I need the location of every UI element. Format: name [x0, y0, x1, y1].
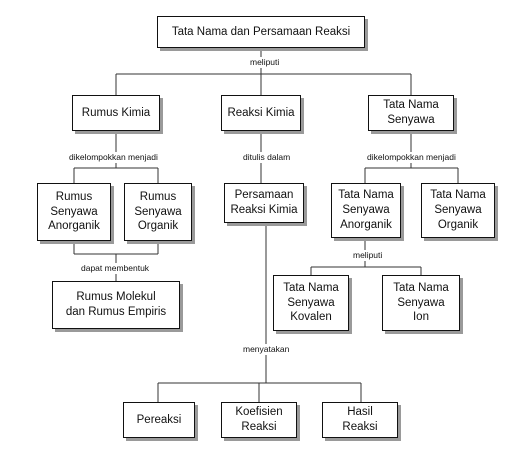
node-persamaan-reaksi-kimia: Persamaan Reaksi Kimia [224, 183, 304, 223]
node-tata-nama-organik: Tata Nama Senyawa Organik [421, 183, 495, 238]
label-dikelompokkan-right: dikelompokkan menjadi [365, 152, 458, 163]
node-tata-nama-ion: Tata Nama Senyawa Ion [382, 275, 460, 331]
node-tata-nama-kovalen: Tata Nama Senyawa Kovalen [273, 275, 349, 331]
label-meliputi-top: meliputi [248, 57, 282, 68]
node-rumus-senyawa-organik: Rumus Senyawa Organik [124, 183, 192, 241]
node-reaksi-kimia: Reaksi Kimia [221, 95, 301, 131]
label-dikelompokkan-left: dikelompokkan menjadi [67, 152, 160, 163]
node-hasil-reaksi: Hasil Reaksi [322, 402, 398, 438]
node-koefisien-reaksi: Koefisien Reaksi [221, 402, 297, 438]
label-dapat-membentuk: dapat membentuk [79, 263, 152, 274]
node-root: Tata Nama dan Persamaan Reaksi [157, 16, 365, 48]
label-menyatakan: menyatakan [241, 344, 292, 355]
label-ditulis-dalam: ditulis dalam [241, 152, 293, 163]
node-tata-nama-senyawa: Tata Nama Senyawa [368, 95, 454, 131]
label-meliputi-right: meliputi [351, 250, 385, 261]
node-rumus-kimia: Rumus Kimia [72, 95, 160, 131]
node-pereaksi: Pereaksi [123, 402, 195, 438]
node-tata-nama-anorganik: Tata Nama Senyawa Anorganik [331, 183, 401, 238]
node-rumus-molekul-empiris: Rumus Molekul dan Rumus Empiris [52, 281, 180, 329]
node-rumus-senyawa-anorganik: Rumus Senyawa Anorganik [37, 183, 111, 241]
